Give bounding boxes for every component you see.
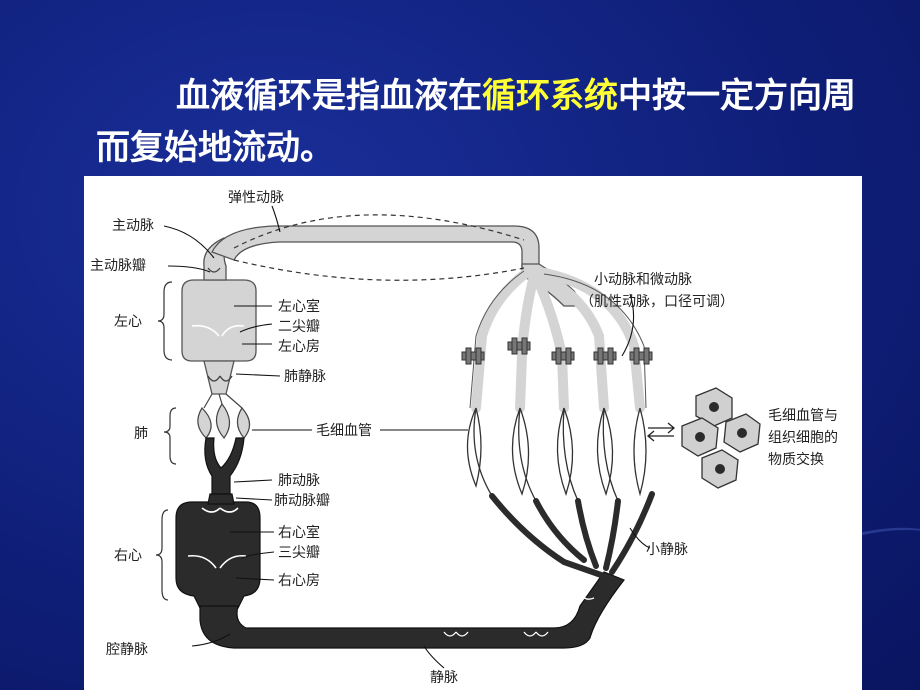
arteriole-sphincters	[461, 337, 653, 365]
text-part-2: 中按一定方向周而复始地流动。	[96, 76, 856, 168]
label-pulmonary-artery: 肺动脉	[278, 473, 320, 489]
diagram-labels: 弹性动脉 主动脉 主动脉瓣 左心 左心室 二尖瓣 左心房 肺静脉 肺 毛细血管 …	[90, 190, 838, 686]
valve-marks-light	[207, 267, 233, 382]
elastic-artery	[211, 225, 540, 269]
label-arteriole-line2: （肌性动脉，口径可调）	[580, 294, 734, 310]
label-left-heart: 左心	[114, 314, 142, 330]
label-right-ventricle: 右心室	[278, 524, 320, 541]
text-highlight: 循环系统	[482, 76, 618, 116]
left-heart-shape	[181, 279, 257, 362]
label-vena-cava: 腔静脉	[106, 642, 148, 658]
label-aortic-valve: 主动脉瓣	[90, 258, 146, 274]
systemic-capillary-beds	[466, 407, 647, 502]
label-vein: 静脉	[430, 670, 458, 686]
leader-lines	[163, 205, 651, 669]
venule-branches	[489, 491, 655, 579]
label-capillary: 毛细血管	[316, 423, 372, 439]
label-right-heart: 右心	[114, 548, 142, 564]
circulation-diagram: 弹性动脉 主动脉 主动脉瓣 左心 左心室 二尖瓣 左心房 肺静脉 肺 毛细血管 …	[90, 190, 838, 686]
right-heart-shape	[175, 501, 261, 609]
text-part-1: 血液循环是指血液在	[176, 76, 482, 116]
pulmonary-trunk	[207, 493, 235, 505]
pulmonary-artery	[204, 437, 245, 495]
label-elastic-artery: 弹性动脉	[228, 190, 284, 206]
label-left-atrium: 左心房	[278, 339, 320, 355]
label-left-ventricle: 左心室	[278, 298, 320, 315]
label-venule: 小静脉	[646, 542, 688, 558]
vena-cava	[199, 571, 625, 649]
label-mitral-valve: 二尖瓣	[278, 319, 320, 335]
label-right-atrium: 右心房	[278, 573, 320, 589]
label-exchange-line1: 毛细血管与	[768, 408, 838, 424]
label-pulmonary-vein: 肺静脉	[284, 369, 326, 385]
label-lung: 肺	[134, 426, 148, 442]
venous-system	[175, 437, 625, 649]
pulmonary-capillaries	[197, 393, 251, 439]
brackets	[155, 281, 177, 601]
label-exchange-line3: 物质交换	[768, 451, 824, 468]
label-tricuspid-valve: 三尖瓣	[278, 545, 320, 561]
cell-nuclei	[695, 402, 747, 474]
exchange-arrows	[646, 422, 676, 442]
elastic-recoil-dashed	[233, 214, 525, 281]
label-exchange-line2: 组织细胞的	[768, 430, 838, 446]
label-arteriole-line1: 小动脉和微动脉	[594, 272, 692, 288]
vein-valve-marks	[443, 591, 595, 637]
heart-valve-lines	[187, 324, 247, 569]
label-pulmonary-valve: 肺动脉瓣	[274, 493, 330, 509]
arteriole-outlines	[469, 270, 647, 409]
slide-text: 血液循环是指血液在循环系统中按一定方向周而复始地流动。	[96, 70, 856, 174]
label-aorta: 主动脉	[112, 218, 154, 234]
circulation-diagram-panel: 弹性动脉 主动脉 主动脉瓣 左心 左心室 二尖瓣 左心房 肺静脉 肺 毛细血管 …	[84, 176, 862, 690]
